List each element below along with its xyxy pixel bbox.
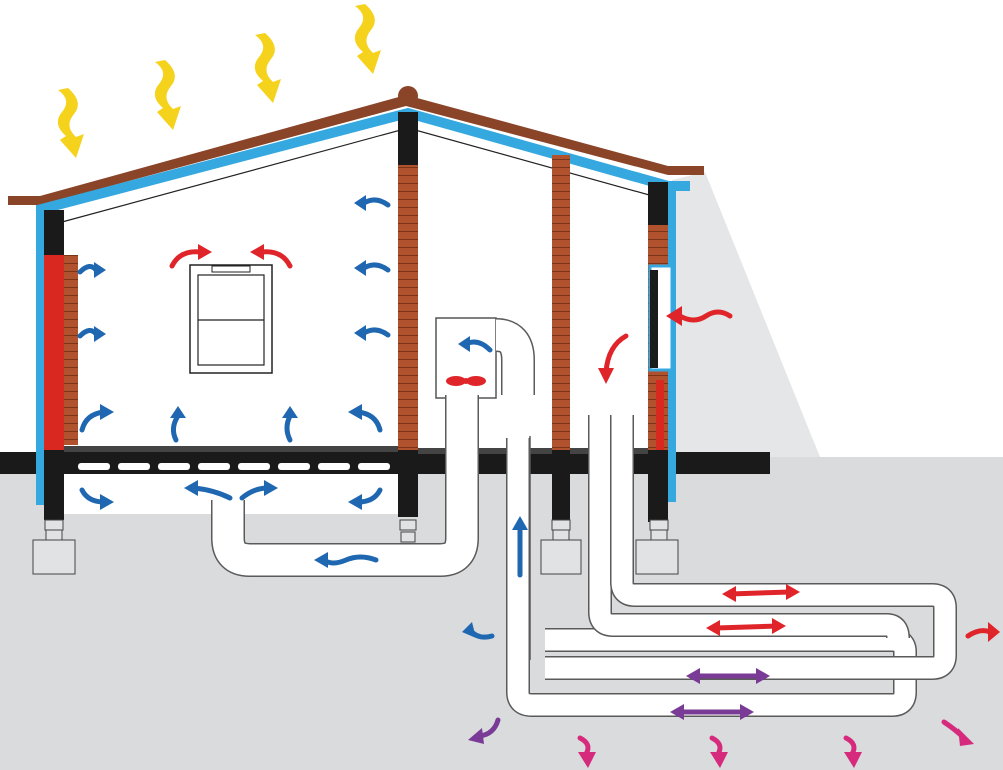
interior-post-brick: [552, 155, 570, 450]
exhaust-air-arrowheads: [468, 668, 770, 744]
air-flow-arrow-icon: [772, 618, 786, 634]
air-flow-arrow-icon: [348, 494, 362, 510]
air-flow-arrow-icon: [250, 244, 264, 260]
earth-tubes: [211, 318, 957, 717]
sun-ray-arrows: [57, 4, 381, 158]
center-wall-brick: [398, 165, 418, 450]
air-flow-arrow-icon: [100, 494, 114, 510]
air-flow-arrow-icon: [100, 404, 114, 420]
air-flow-arrow-icon: [958, 728, 974, 746]
air-flow-arrow-icon: [786, 584, 800, 600]
roof-insulation: [36, 107, 690, 215]
air-flow-arrow-icon: [598, 368, 614, 384]
air-flow-arrow-icon: [184, 480, 198, 496]
floor-top: [62, 446, 402, 452]
soil-heat-arrowheads: [578, 728, 974, 768]
air-flow-arrow-icon: [458, 336, 470, 352]
air-flow-arrow-icon: [670, 704, 684, 720]
air-flow-arrow-icon: [740, 704, 754, 720]
footings: [32, 519, 679, 575]
underfloor-vents: [78, 463, 390, 470]
left-wall-insulation: [36, 205, 44, 505]
air-flow-arrow-icon: [706, 620, 720, 636]
air-flow-arrow-icon: [94, 262, 106, 278]
air-flow-arrow-icon: [264, 480, 278, 496]
air-flow-arrow-icon: [756, 668, 770, 684]
sun-ray-arrow-icon: [254, 33, 281, 103]
air-flow-arrow-icon: [686, 668, 700, 684]
left-wall-red: [44, 255, 64, 450]
floor-top-right: [418, 448, 662, 454]
air-flow-arrow-icon: [354, 260, 366, 276]
air-flow-arrow-icon: [468, 728, 484, 744]
roof-ridge: [398, 86, 418, 106]
air-flow-arrow-icon: [578, 752, 596, 768]
cool-air-arrowheads: [94, 195, 528, 638]
air-flow-arrow-icon: [844, 752, 862, 768]
roof: [8, 95, 704, 205]
fan-icon: [446, 376, 486, 386]
trombe-wall-mesh: [650, 270, 658, 368]
air-flow-arrow-icon: [94, 326, 106, 342]
air-flow-arrow-icon: [512, 516, 528, 530]
air-flow-arrow-icon: [710, 752, 728, 768]
warm-air-arrows: [169, 249, 993, 639]
air-flow-arrow-icon: [462, 622, 476, 638]
air-flow-arrow-icon: [170, 406, 186, 418]
air-flow-arrow-icon: [348, 404, 362, 420]
ventilation-unit: [435, 317, 497, 399]
air-flow-arrow-icon: [988, 622, 1000, 642]
window-icon: [189, 264, 273, 374]
air-flow-arrow-icon: [722, 586, 736, 602]
left-wall-brick: [64, 255, 78, 445]
air-flow-arrow-icon: [282, 406, 298, 418]
air-flow-arrow-icon: [354, 195, 366, 211]
right-wall-red: [656, 380, 664, 450]
air-flow-arrow-icon: [354, 325, 366, 341]
warm-air-arrowheads: [198, 244, 1000, 642]
sun-ray-arrow-icon: [354, 4, 381, 74]
air-flow-arrow-icon: [198, 244, 212, 260]
air-flow-arrow-icon: [666, 306, 682, 326]
sun-ray-arrow-icon: [57, 88, 84, 158]
sun-ray-arrow-icon: [154, 60, 181, 130]
air-flow-arrow-icon: [314, 552, 328, 568]
sunlight-beam: [672, 172, 820, 457]
